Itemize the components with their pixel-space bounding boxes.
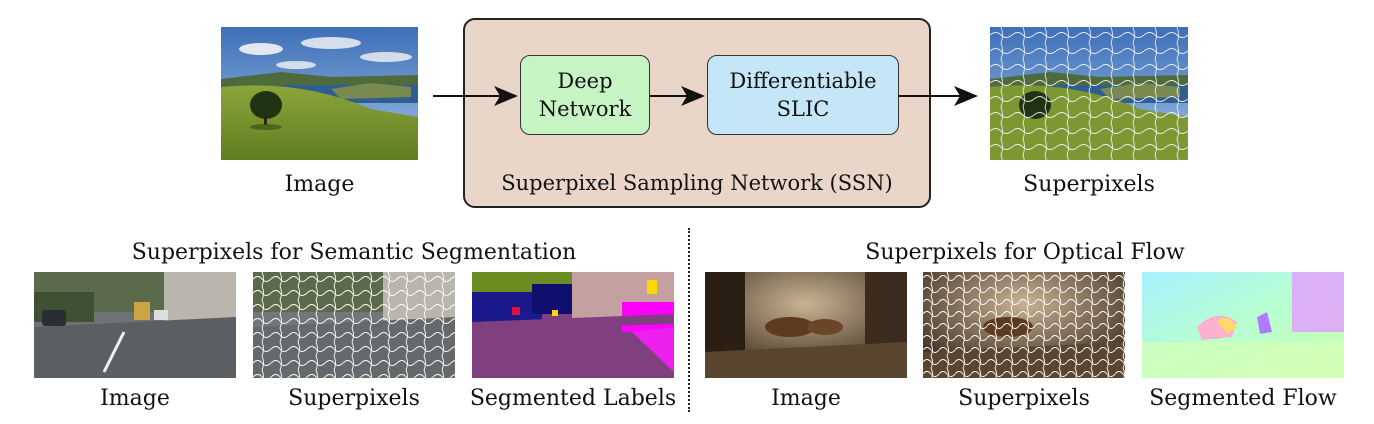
segmented-flow-image: [1142, 272, 1344, 378]
deep-network-node: Deep Network: [520, 55, 650, 135]
flow-image-label: Image: [771, 386, 841, 411]
differentiable-slic-node: Differentiable SLIC: [707, 55, 899, 135]
semantic-superpixels-label: Superpixels: [288, 386, 420, 411]
deep-network-line2: Network: [538, 97, 632, 121]
ssn-title: Superpixel Sampling Network (SSN): [501, 171, 893, 195]
segmented-flow-label: Segmented Flow: [1149, 386, 1337, 411]
deep-network-line1: Deep: [557, 69, 613, 93]
input-landscape-image: [221, 27, 418, 160]
ssn-container: Deep Network Differentiable SLIC Superpi…: [463, 18, 931, 208]
input-image-label: Image: [284, 172, 355, 197]
semantic-input-image: [34, 272, 236, 378]
semantic-image-label: Image: [100, 386, 170, 411]
slic-line2: SLIC: [776, 97, 830, 121]
section-divider: [688, 228, 690, 412]
flow-superpixels-label: Superpixels: [958, 386, 1090, 411]
segmented-labels-label: Segmented Labels: [469, 386, 677, 411]
semantic-superpixels-image: [253, 272, 455, 378]
semantic-segmentation-title: Superpixels for Semantic Segmentation: [131, 240, 577, 265]
optical-flow-title: Superpixels for Optical Flow: [865, 240, 1185, 265]
output-superpixels-label: Superpixels: [1023, 172, 1155, 197]
flow-superpixels-image: [923, 272, 1125, 378]
semantic-labels-image: [472, 272, 674, 378]
slic-line1: Differentiable: [729, 69, 877, 93]
flow-input-image: [705, 272, 907, 378]
output-superpixels-image: [990, 27, 1188, 160]
